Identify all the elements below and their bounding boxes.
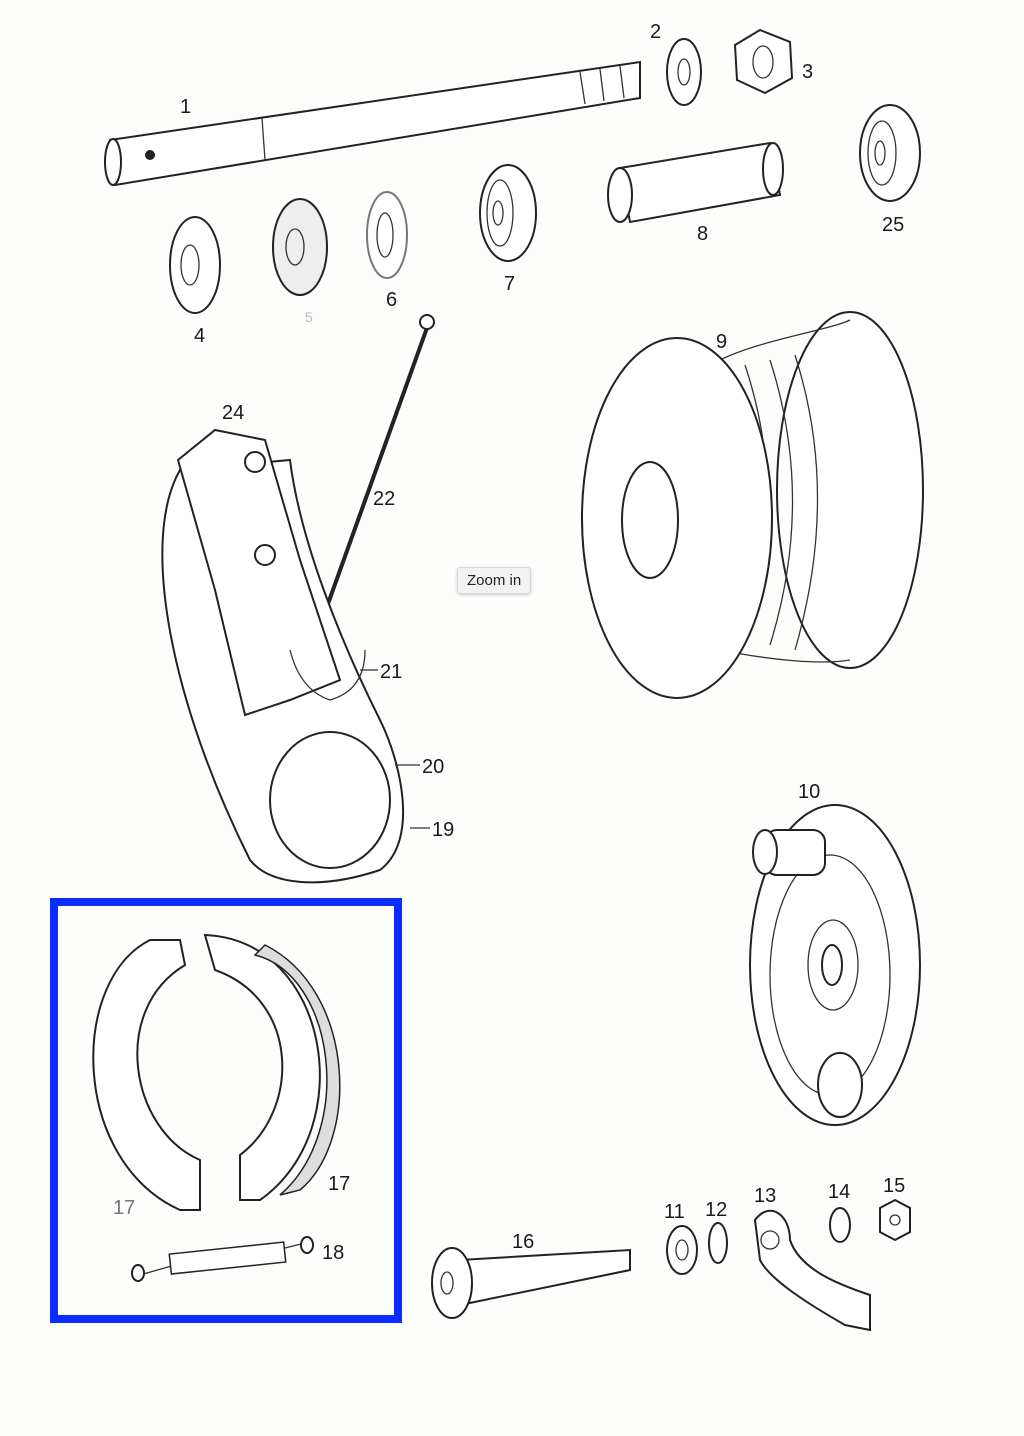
- part-washer-12: [708, 1222, 728, 1264]
- label-18: 18: [322, 1242, 344, 1264]
- part-brake-assembly-24: [161, 428, 405, 884]
- label-21: 21: [380, 661, 402, 683]
- label-14: 14: [828, 1181, 850, 1203]
- label-20: 20: [422, 756, 444, 778]
- part-spring-18: [131, 1236, 314, 1282]
- label-12: 12: [705, 1199, 727, 1221]
- part-felt-5: [272, 198, 328, 296]
- part-washer-6: [366, 191, 408, 279]
- zoom-in-tooltip: Zoom in: [457, 567, 532, 594]
- label-22: 22: [373, 488, 395, 510]
- part-washer-14: [829, 1207, 851, 1243]
- label-16: 16: [512, 1231, 534, 1253]
- part-brake-shoes-17: [92, 933, 341, 1211]
- label-17-left: 17: [113, 1197, 135, 1219]
- label-6: 6: [386, 289, 397, 311]
- label-15: 15: [883, 1175, 905, 1197]
- label-1: 1: [180, 96, 191, 118]
- part-spacer-8: [607, 141, 784, 224]
- part-bearing-25: [859, 104, 921, 202]
- label-2: 2: [650, 21, 661, 43]
- part-lever-13: [753, 1209, 871, 1332]
- label-8: 8: [697, 223, 708, 245]
- part-washer-2: [666, 38, 702, 106]
- part-nut-15: [879, 1198, 911, 1242]
- part-rod-22: [313, 314, 435, 641]
- part-axle: [104, 60, 641, 187]
- part-nut-3: [733, 28, 794, 95]
- label-4: 4: [194, 325, 205, 347]
- label-5: 5: [305, 309, 313, 325]
- label-9: 9: [716, 331, 727, 353]
- label-24: 24: [222, 402, 244, 424]
- part-brake-plate-10: [749, 804, 921, 1126]
- label-13: 13: [754, 1185, 776, 1207]
- part-seal-4: [169, 216, 221, 314]
- label-11: 11: [664, 1201, 685, 1223]
- part-hub-9: [581, 311, 924, 699]
- label-3: 3: [802, 61, 813, 83]
- label-19: 19: [432, 819, 454, 841]
- selection-highlight-box: [50, 898, 402, 1323]
- label-10: 10: [798, 781, 820, 803]
- part-bearing-7: [479, 164, 537, 262]
- part-washer-11: [666, 1225, 698, 1275]
- part-cam-16: [431, 1247, 631, 1319]
- label-7: 7: [504, 273, 515, 295]
- label-25: 25: [882, 214, 904, 236]
- label-17-right: 17: [328, 1173, 350, 1195]
